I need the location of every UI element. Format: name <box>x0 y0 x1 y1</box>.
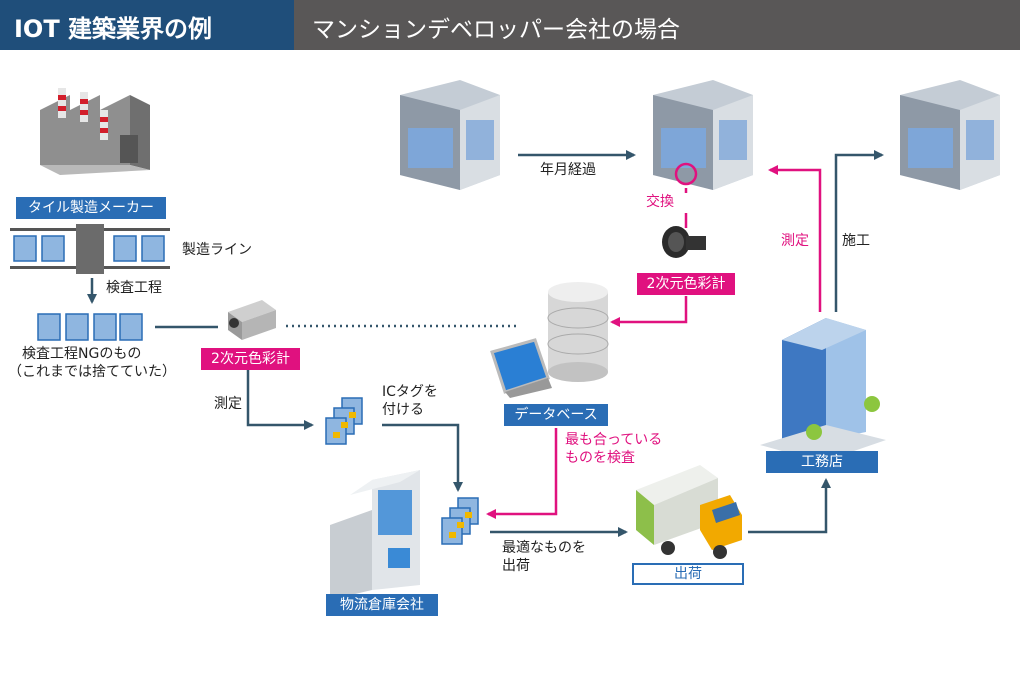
tile-highlight-circle <box>674 162 698 186</box>
building-tile-icon <box>653 80 753 190</box>
handheld-colorimeter-icon <box>662 226 706 258</box>
dark-flow-arrows <box>87 150 884 537</box>
optimal-label-line1: 最適なものを <box>502 540 586 556</box>
camera-icon <box>228 300 276 340</box>
best-match-label-line1: 最も合っている <box>565 432 663 448</box>
warehouse-building-icon <box>330 470 420 600</box>
inspection-process-label: 検査工程 <box>106 280 162 296</box>
years-pass-label: 年月経過 <box>540 162 596 178</box>
production-line-icon <box>10 224 170 274</box>
delivery-truck-icon <box>636 465 742 559</box>
construction-label: 施工 <box>842 233 870 249</box>
warehouse-label: 物流倉庫会社 <box>326 594 438 616</box>
header-left-bar: IOT 建築業界の例 <box>0 0 294 50</box>
building-old-icon <box>400 80 500 190</box>
ic-tag-label-line1: ICタグを <box>382 384 438 400</box>
database-label: データベース <box>504 404 608 426</box>
best-match-label-line2: ものを検査 <box>565 450 635 466</box>
header-title: IOT 建築業界の例 <box>14 15 213 43</box>
optimal-label-line2: 出荷 <box>502 558 530 574</box>
measurement-left-label: 測定 <box>214 396 242 412</box>
building-new-icon <box>900 80 1000 190</box>
colorimeter-left-label: 2次元色彩計 <box>201 348 300 370</box>
tile-maker-label: タイル製造メーカー <box>16 197 166 219</box>
header-right-bar: マンションデベロッパー会社の場合 <box>294 0 1020 50</box>
ic-tag-label-line2: 付ける <box>382 402 424 418</box>
pink-flow-arrows <box>486 165 822 519</box>
ic-tag-cards-icon <box>325 397 363 445</box>
contractor-building-icon <box>760 318 886 462</box>
colorimeter-top-label: 2次元色彩計 <box>637 273 735 295</box>
rejected-tiles-icon <box>37 313 143 341</box>
database-server-icon <box>490 282 609 398</box>
rejected-label-line2: （これまでは捨てていた） <box>8 364 176 380</box>
rejected-label-line1: 検査工程NGのもの <box>22 346 142 362</box>
warehouse-tag-cards-icon <box>441 497 479 545</box>
exchange-label: 交換 <box>646 194 674 210</box>
header-subtitle: マンションデベロッパー会社の場合 <box>312 17 680 43</box>
contractor-label: 工務店 <box>766 451 878 473</box>
factory-icon <box>40 88 150 175</box>
measurement-right-label: 測定 <box>781 233 809 249</box>
production-line-label: 製造ライン <box>182 242 252 258</box>
shipping-label: 出荷 <box>632 563 744 585</box>
